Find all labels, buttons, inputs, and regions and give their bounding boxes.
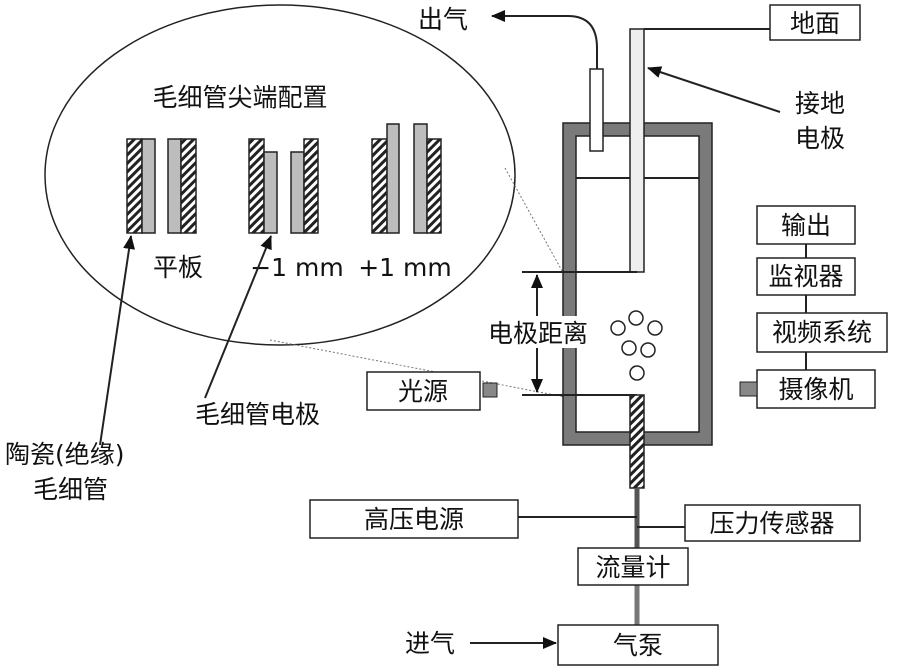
capillary-electrode-label: 毛细管电极 <box>195 400 320 429</box>
ceramic-label-2: 毛细管 <box>33 475 108 504</box>
exhaust-tube <box>589 68 604 152</box>
flowmeter-box <box>577 547 689 586</box>
camera-nub <box>739 381 758 397</box>
bubbles <box>610 310 663 381</box>
ground-box <box>769 4 861 41</box>
config-flat-label: 平板 <box>153 253 203 282</box>
gas-pump-box <box>557 624 719 666</box>
ground-label: 地面 <box>790 9 840 38</box>
distance-label-bg <box>474 316 602 348</box>
hv-supply-box <box>309 499 519 539</box>
ground-electrode-arrow <box>647 66 781 113</box>
output-box <box>756 205 856 245</box>
config-minus-1mm <box>248 138 319 234</box>
tip-config-title: 毛细管尖端配置 <box>152 83 327 112</box>
capillary-electrode-arrow <box>204 235 272 399</box>
distance-label: 电极距离 <box>488 319 588 348</box>
video-system-box <box>756 312 888 353</box>
pressure-sensor-label: 压力传感器 <box>709 509 834 538</box>
video-system-label: 视频系统 <box>772 318 872 347</box>
monitor-box <box>756 257 856 296</box>
ground-electrode-label-1: 接地 <box>795 89 845 118</box>
ground-electrode <box>629 28 645 273</box>
ceramic-arrow <box>99 235 136 446</box>
output-label: 输出 <box>781 211 831 240</box>
capillary-electrode <box>629 394 645 489</box>
hv-supply-label: 高压电源 <box>364 505 464 534</box>
light-source-nub <box>482 382 498 398</box>
config-plus-label: +1 mm <box>358 253 452 282</box>
config-plus-1mm <box>371 123 442 234</box>
gas-inlet-label: 进气 <box>405 629 455 658</box>
exhaust-label: 出气 <box>418 5 468 34</box>
light-source-label: 光源 <box>398 377 448 406</box>
exhaust-line <box>491 10 598 69</box>
ground-electrode-label-2: 电极 <box>795 124 845 153</box>
flowmeter-label: 流量计 <box>595 553 670 582</box>
config-flat <box>126 138 197 234</box>
gas-pump-label: 气泵 <box>613 631 663 660</box>
pressure-sensor-box <box>684 504 861 542</box>
monitor-label: 监视器 <box>768 262 843 291</box>
tip-config-inset <box>44 4 516 346</box>
ceramic-label-1: 陶瓷(绝缘) <box>5 440 125 469</box>
config-minus-label: −1 mm <box>250 253 344 282</box>
light-source-box <box>366 371 481 411</box>
camera-label: 摄像机 <box>778 375 853 404</box>
